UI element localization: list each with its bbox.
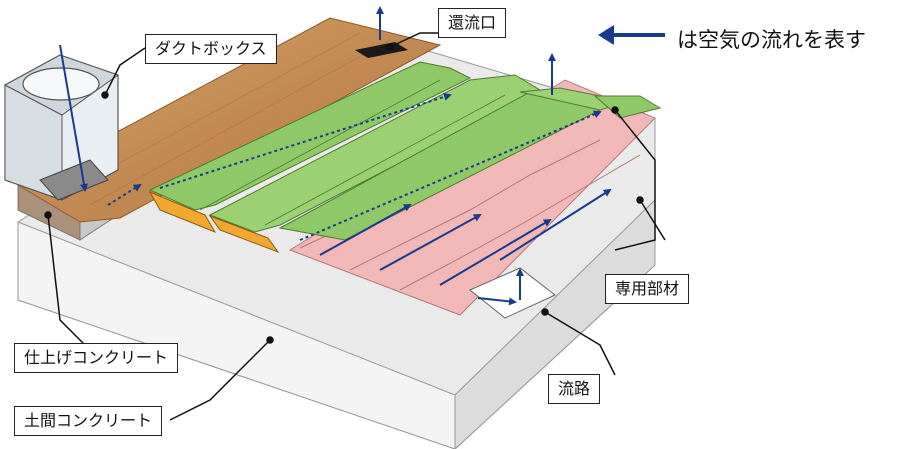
label-finish-concrete: 仕上げコンクリート	[14, 343, 179, 373]
legend-arrow-icon	[598, 25, 665, 45]
flow-path-slot	[469, 267, 556, 319]
label-soil-concrete: 土間コンクリート	[14, 406, 163, 436]
label-duct-box: ダクトボックス	[145, 34, 277, 64]
green-panels	[148, 61, 662, 241]
return-vent-slot	[355, 42, 408, 58]
duct-box	[3, 54, 120, 201]
label-special-member: 専用部材	[605, 274, 690, 304]
orange-blocks	[148, 190, 280, 254]
wood-floor	[16, 17, 442, 240]
leader-lines	[44, 32, 666, 421]
label-return-vent: 還流口	[438, 8, 507, 38]
legend-text: は空気の流れを表す	[677, 28, 866, 52]
air-flow-arrows	[59, 6, 612, 306]
label-flow-path: 流路	[548, 374, 601, 404]
